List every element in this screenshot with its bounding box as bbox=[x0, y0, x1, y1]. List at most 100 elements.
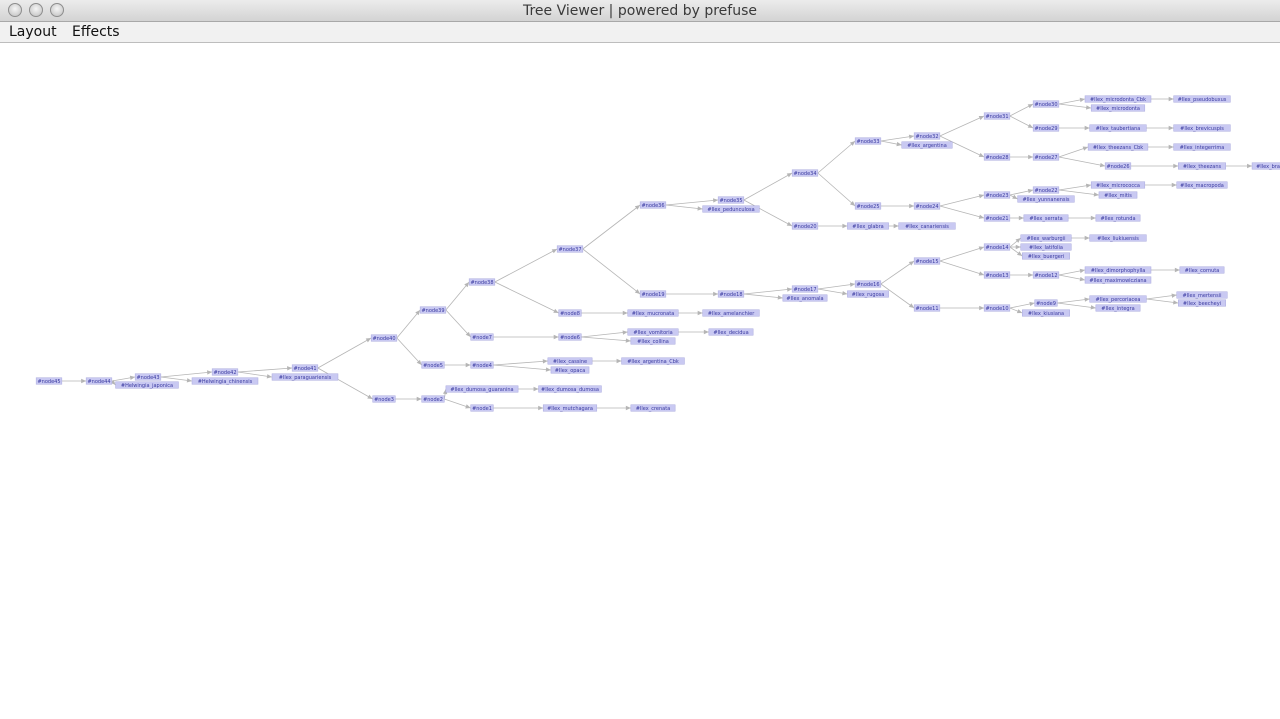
close-window-button[interactable] bbox=[8, 3, 22, 17]
tree-node-ilex-mucronata[interactable]: #Ilex_mucronata bbox=[627, 309, 679, 317]
minimize-window-button[interactable] bbox=[29, 3, 43, 17]
tree-node-node6[interactable]: #node6 bbox=[558, 333, 582, 341]
tree-node-ilex-rugosa[interactable]: #Ilex_rugosa bbox=[847, 290, 889, 298]
tree-node-node17[interactable]: #node17 bbox=[791, 285, 819, 293]
tree-node-ilex-argentina-cbk[interactable]: #Ilex_argentina_Cbk bbox=[621, 357, 685, 365]
tree-node-ilex-opaca[interactable]: #Ilex_opaca bbox=[550, 366, 590, 374]
tree-node-node39[interactable]: #node39 bbox=[419, 306, 447, 314]
tree-node-node12[interactable]: #node12 bbox=[1032, 271, 1060, 279]
tree-node-ilex-theezans[interactable]: #Ilex_theezans bbox=[1178, 162, 1226, 170]
tree-node-ilex-theezans-cbk[interactable]: #Ilex_theezans_Cbk bbox=[1087, 143, 1149, 151]
zoom-window-button[interactable] bbox=[50, 3, 64, 17]
tree-node-node19[interactable]: #node19 bbox=[639, 290, 667, 298]
tree-node-node11[interactable]: #node11 bbox=[913, 304, 941, 312]
tree-node-ilex-paraguariensis[interactable]: #Ilex_paraguariensis bbox=[271, 373, 339, 381]
tree-node-ilex-mertensii[interactable]: #Ilex_mertensii bbox=[1176, 291, 1228, 299]
tree-node-ilex-kiusiana[interactable]: #Ilex_kiusiana bbox=[1022, 309, 1070, 317]
tree-node-ilex-dumosa-guaranina[interactable]: #Ilex_dumosa_guaranina bbox=[445, 385, 519, 393]
tree-node-node29[interactable]: #node29 bbox=[1032, 124, 1060, 132]
tree-node-ilex-macropoda[interactable]: #Ilex_macropoda bbox=[1176, 181, 1228, 189]
tree-node-node25[interactable]: #node25 bbox=[854, 202, 882, 210]
tree-node-node16[interactable]: #node16 bbox=[854, 280, 882, 288]
tree-node-ilex-dumosa-dumosa[interactable]: #Ilex_dumosa_dumosa bbox=[538, 385, 602, 393]
tree-node-node28[interactable]: #node28 bbox=[983, 153, 1011, 161]
tree-node-node30[interactable]: #node30 bbox=[1032, 100, 1060, 108]
tree-node-node27[interactable]: #node27 bbox=[1032, 153, 1060, 161]
tree-node-node7[interactable]: #node7 bbox=[470, 333, 494, 341]
tree-node-node35[interactable]: #node35 bbox=[717, 196, 745, 204]
tree-node-ilex-brevicuspis[interactable]: #Ilex_brevicuspis bbox=[1173, 124, 1231, 132]
tree-node-node3[interactable]: #node3 bbox=[372, 395, 396, 403]
tree-node-ilex-dimorphophylla[interactable]: #Ilex_dimorphophylla bbox=[1084, 266, 1152, 274]
tree-node-ilex-bra[interactable]: #Ilex_bra bbox=[1251, 162, 1280, 170]
tree-node-node45[interactable]: #node45 bbox=[35, 377, 63, 385]
tree-node-node36[interactable]: #node36 bbox=[639, 201, 667, 209]
tree-node-node5[interactable]: #node5 bbox=[421, 361, 445, 369]
tree-node-node22[interactable]: #node22 bbox=[1032, 186, 1060, 194]
tree-node-ilex-microdonta[interactable]: #Ilex_microdonta bbox=[1090, 104, 1146, 112]
tree-node-node18[interactable]: #node18 bbox=[717, 290, 745, 298]
tree-node-ilex-taubertiana[interactable]: #Ilex_taubertiana bbox=[1089, 124, 1147, 132]
tree-node-ilex-crenata[interactable]: #Ilex_crenata bbox=[630, 404, 676, 412]
tree-node-ilex-anomala[interactable]: #Ilex_anomala bbox=[782, 294, 828, 302]
tree-node-node4[interactable]: #node4 bbox=[470, 361, 494, 369]
tree-node-ilex-yunnanensis[interactable]: #Ilex_yunnanensis bbox=[1017, 195, 1075, 203]
tree-node-node10[interactable]: #node10 bbox=[983, 304, 1011, 312]
tree-node-node43[interactable]: #node43 bbox=[134, 373, 162, 381]
tree-node-node44[interactable]: #node44 bbox=[85, 377, 113, 385]
tree-node-node26[interactable]: #node26 bbox=[1104, 162, 1132, 170]
tree-node-ilex-argentina[interactable]: #Ilex_argentina bbox=[901, 141, 953, 149]
tree-node-node8[interactable]: #node8 bbox=[558, 309, 582, 317]
tree-node-node37[interactable]: #node37 bbox=[556, 245, 584, 253]
tree-node-node1[interactable]: #node1 bbox=[470, 404, 494, 412]
tree-node-ilex-vomitoria[interactable]: #Ilex_vomitoria bbox=[627, 328, 679, 336]
tree-canvas[interactable]: #node45 #node44 #node43#Helwingia_japonica… bbox=[0, 44, 1280, 719]
tree-node-ilex-pedunculosa[interactable]: #Ilex_pedunculosa bbox=[702, 205, 760, 213]
tree-node-node38[interactable]: #node38 bbox=[468, 278, 496, 286]
tree-node-ilex-cassine[interactable]: #Ilex_cassine bbox=[547, 357, 593, 365]
menu-layout[interactable]: Layout bbox=[9, 24, 57, 40]
tree-edge bbox=[396, 337, 422, 366]
tree-node-ilex-amelanchier[interactable]: #Ilex_amelanchier bbox=[702, 309, 760, 317]
tree-node-ilex-rotunda[interactable]: #Ilex_rotunda bbox=[1095, 214, 1141, 222]
tree-node-node13[interactable]: #node13 bbox=[983, 271, 1011, 279]
tree-node-helwingia-chinensis[interactable]: #Helwingia_chinensis bbox=[191, 377, 259, 385]
tree-node-node9[interactable]: #node9 bbox=[1034, 299, 1058, 307]
tree-node-ilex-pseudobuxus[interactable]: #Ilex_pseudobuxus bbox=[1173, 95, 1231, 103]
tree-node-node42[interactable]: #node42 bbox=[211, 368, 239, 376]
tree-node-node33[interactable]: #node33 bbox=[854, 137, 882, 145]
tree-node-ilex-integerrima[interactable]: #Ilex_integerrima bbox=[1173, 143, 1231, 151]
tree-node-node24[interactable]: #node24 bbox=[913, 202, 941, 210]
tree-node-ilex-micrococca[interactable]: #Ilex_micrococca bbox=[1090, 181, 1146, 189]
tree-node-ilex-maximowicziana[interactable]: #Ilex_maximowicziana bbox=[1084, 276, 1152, 284]
tree-node-ilex-liukiuensis[interactable]: #Ilex_liukiuensis bbox=[1089, 234, 1147, 242]
tree-node-node40[interactable]: #node40 bbox=[370, 334, 398, 342]
tree-node-node34[interactable]: #node34 bbox=[791, 169, 819, 177]
menu-effects[interactable]: Effects bbox=[72, 24, 120, 40]
tree-node-ilex-buergeri[interactable]: #Ilex_buergeri bbox=[1022, 252, 1070, 260]
tree-node-ilex-mitis[interactable]: #Ilex_mitis bbox=[1098, 191, 1138, 199]
tree-node-node14[interactable]: #node14 bbox=[983, 243, 1011, 251]
tree-node-node23[interactable]: #node23 bbox=[983, 191, 1011, 199]
tree-node-helwingia-japonica[interactable]: #Helwingia_japonica bbox=[115, 381, 179, 389]
tree-node-ilex-glabra[interactable]: #Ilex_glabra bbox=[847, 222, 889, 230]
tree-node-ilex-warburgii[interactable]: #Ilex_warburgii bbox=[1020, 234, 1072, 242]
tree-node-ilex-latifolia[interactable]: #Ilex_latifolia bbox=[1020, 243, 1072, 251]
tree-node-ilex-cornuta[interactable]: #Ilex_cornuta bbox=[1179, 266, 1225, 274]
tree-node-ilex-serrata[interactable]: #Ilex_serrata bbox=[1023, 214, 1069, 222]
tree-node-node41[interactable]: #node41 bbox=[291, 364, 319, 372]
tree-node-ilex-collina[interactable]: #Ilex_collina bbox=[630, 337, 676, 345]
tree-node-ilex-percoriacea[interactable]: #Ilex_percoriacea bbox=[1089, 295, 1147, 303]
tree-node-node20[interactable]: #node20 bbox=[791, 222, 819, 230]
tree-node-ilex-integra[interactable]: #Ilex_integra bbox=[1095, 304, 1141, 312]
tree-node-node21[interactable]: #node21 bbox=[983, 214, 1011, 222]
tree-node-ilex-mutchagara[interactable]: #Ilex_mutchagara bbox=[542, 404, 598, 412]
tree-node-node2[interactable]: #node2 bbox=[421, 395, 445, 403]
tree-node-node32[interactable]: #node32 bbox=[913, 132, 941, 140]
tree-node-node15[interactable]: #node15 bbox=[913, 257, 941, 265]
tree-node-ilex-microdonta-cbk[interactable]: #Ilex_microdonta_Cbk bbox=[1084, 95, 1152, 103]
tree-node-ilex-beecheyi[interactable]: #Ilex_beecheyi bbox=[1178, 299, 1226, 307]
tree-node-ilex-canariensis[interactable]: #Ilex_canariensis bbox=[898, 222, 956, 230]
tree-node-ilex-decidua[interactable]: #Ilex_decidua bbox=[708, 328, 754, 336]
tree-node-node31[interactable]: #node31 bbox=[983, 112, 1011, 120]
